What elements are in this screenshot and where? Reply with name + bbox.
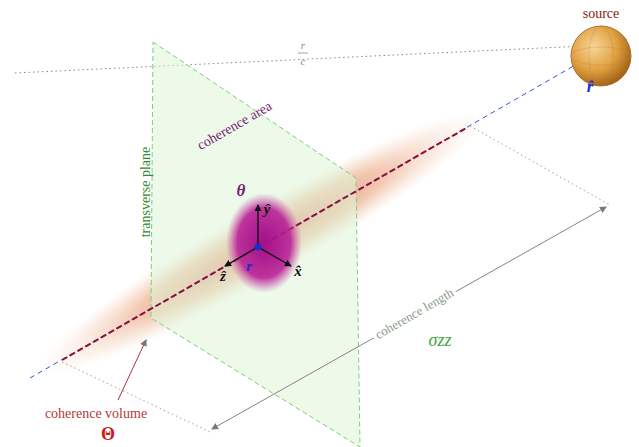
axes — [225, 205, 291, 266]
source-label: source — [583, 7, 620, 21]
axis-label: ẑ — [220, 269, 226, 284]
position-vector-label: r⃗ — [246, 259, 264, 274]
extension-line — [470, 126, 610, 205]
ray-line — [30, 52, 598, 378]
leader-line — [118, 340, 146, 400]
area-symbol: θ — [237, 182, 246, 199]
volume-symbol: Θ — [101, 425, 115, 443]
fraction-bar — [298, 53, 308, 54]
ray-core — [62, 127, 468, 360]
plane-label: transverse plane — [139, 147, 153, 238]
source-sphere — [570, 25, 632, 87]
length-symbol: σzz — [429, 331, 452, 349]
axis-label: x̂ — [294, 264, 302, 279]
distance-line — [15, 45, 605, 73]
volume-label: coherence volume — [45, 407, 147, 421]
coherence-area — [226, 193, 302, 293]
extension-line — [62, 362, 210, 432]
axis-label: ŷ — [264, 202, 271, 217]
origin-dot — [255, 244, 262, 251]
unit-vector-label: r̂ — [587, 78, 594, 95]
dimension-line — [212, 207, 606, 429]
transverse-plane — [151, 42, 360, 447]
fraction-denominator: c — [301, 56, 306, 67]
fraction-numerator: r — [301, 40, 305, 51]
